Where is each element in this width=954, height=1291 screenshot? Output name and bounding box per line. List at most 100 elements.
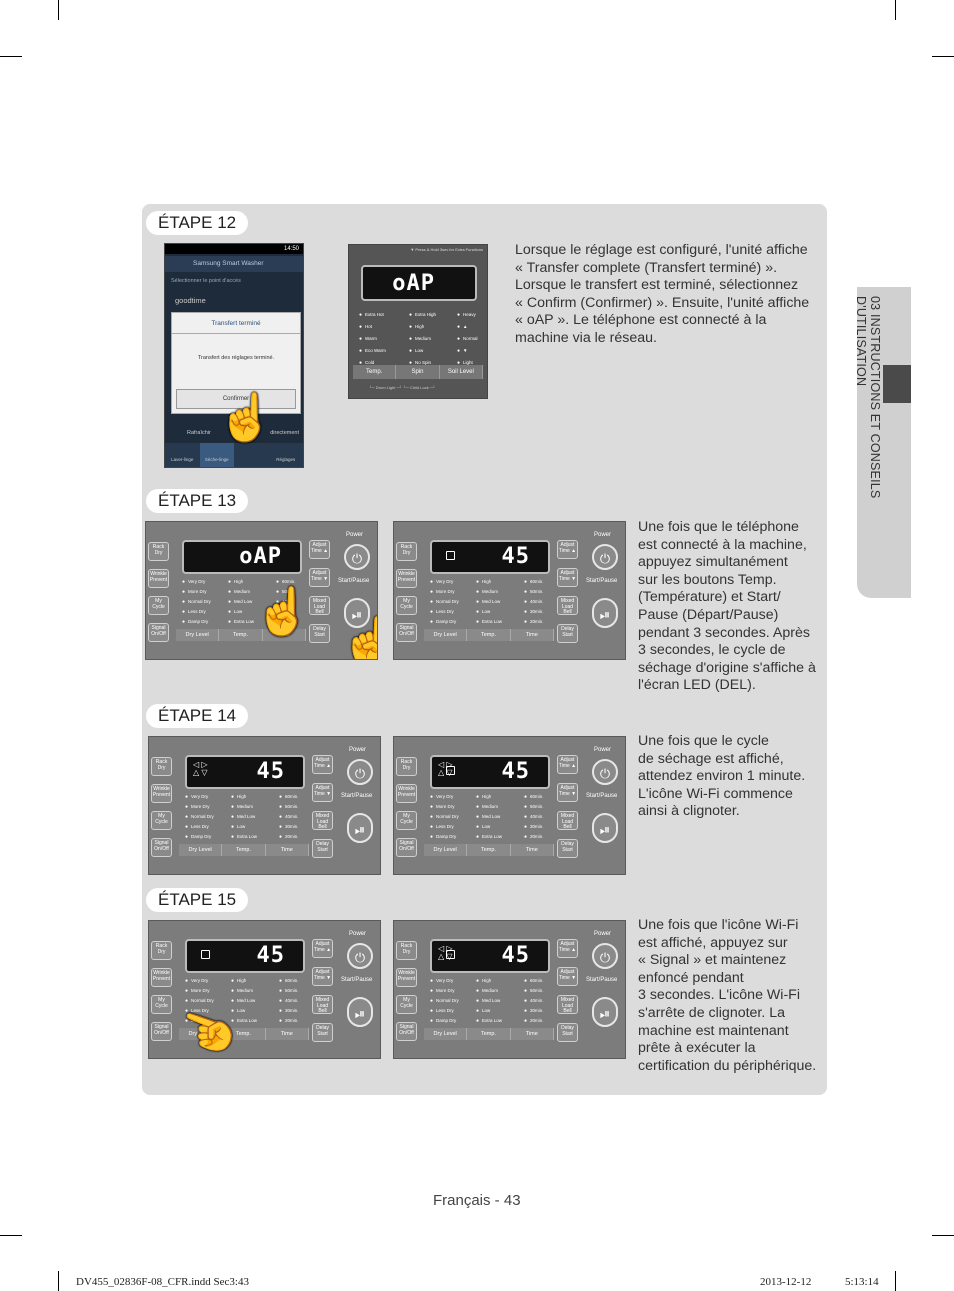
power-button[interactable]: ⏻ — [592, 759, 618, 785]
dryer-left-button[interactable]: Signal On/Off — [396, 838, 417, 857]
dryer-right-button[interactable]: Mixed Load Bell — [557, 596, 578, 615]
dry-level-button[interactable]: Dry Level — [179, 1028, 223, 1040]
dry-level-button[interactable]: Dry Level — [176, 629, 220, 641]
dry-level-button[interactable]: Dry Level — [424, 629, 468, 641]
time-button[interactable]: Time — [266, 844, 309, 856]
dryer-right-button[interactable]: Adjust Time ▼ — [557, 568, 578, 587]
dryer-left-button[interactable]: Wrinkle Prevent — [148, 569, 169, 588]
time-button[interactable]: Time — [511, 1028, 554, 1040]
dryer-left-button[interactable]: Wrinkle Prevent — [396, 569, 417, 588]
dryer-right-button[interactable]: Delay Start — [557, 1023, 578, 1042]
power-button[interactable]: ⏻ — [347, 943, 373, 969]
dryer-right-button[interactable]: Mixed Load Bell — [312, 995, 333, 1014]
dryer-right-button[interactable]: Mixed Load Bell — [557, 995, 578, 1014]
dryer-option: 30min. — [279, 822, 299, 832]
dryer-left-button[interactable]: Wrinkle Prevent — [151, 968, 172, 987]
dryer-right-button[interactable]: Adjust Time ▼ — [557, 967, 578, 986]
dryer-right-button[interactable]: Adjust Time ▲ — [312, 755, 333, 774]
dryer-left-button[interactable]: Rack Dry — [396, 941, 417, 960]
power-button[interactable]: ⏻ — [344, 544, 370, 570]
dryer-left-button[interactable]: Wrinkle Prevent — [396, 784, 417, 803]
dryer-left-button[interactable]: My Cycle — [151, 995, 172, 1014]
option: Warm — [359, 333, 386, 345]
dryer-right-button[interactable]: Adjust Time ▼ — [312, 783, 333, 802]
start-pause-button[interactable]: ⏯ — [344, 598, 370, 628]
step-14-text: Une fois que le cycle de séchage est aff… — [638, 733, 806, 820]
dryer-left-button[interactable]: Signal On/Off — [151, 838, 172, 857]
dryer-left-button[interactable]: Signal On/Off — [396, 623, 417, 642]
washer-soil-button[interactable]: Soil Level — [440, 365, 483, 379]
temp-button[interactable]: Temp. — [467, 844, 511, 856]
dryer-right-button[interactable]: Mixed Load Bell — [557, 811, 578, 830]
tab-washer[interactable]: Laver-linge — [171, 457, 194, 462]
dryer-right-button[interactable]: Adjust Time ▲ — [557, 939, 578, 958]
dryer-right-button[interactable]: Adjust Time ▼ — [309, 568, 330, 587]
start-pause-button[interactable]: ⏯ — [347, 813, 373, 843]
start-pause-button[interactable]: ⏯ — [347, 997, 373, 1027]
dryer-option: 20min. — [524, 832, 544, 842]
dryer-option: More Dry — [185, 986, 214, 996]
dryer-left-button[interactable]: Rack Dry — [396, 757, 417, 776]
dryer-left-button[interactable]: My Cycle — [396, 811, 417, 830]
temp-button[interactable]: Temp. — [222, 1028, 266, 1040]
tab-settings[interactable]: Réglages — [276, 457, 296, 462]
dryer-right-button[interactable]: Adjust Time ▲ — [309, 540, 330, 559]
dryer-left-button[interactable]: Rack Dry — [148, 542, 169, 561]
dryer-right-button[interactable]: Delay Start — [557, 624, 578, 643]
power-button[interactable]: ⏻ — [592, 943, 618, 969]
temp-button[interactable]: Temp. — [467, 1028, 511, 1040]
dry-level-button[interactable]: Dry Level — [424, 844, 468, 856]
tab-dryer[interactable]: Sèche-linge — [199, 443, 234, 467]
dryer-left-button[interactable]: Rack Dry — [396, 542, 417, 561]
dryer-right-button[interactable]: Delay Start — [557, 839, 578, 858]
dryer-left-button[interactable]: Signal On/Off — [396, 1022, 417, 1041]
dryer-right-button[interactable]: Adjust Time ▲ — [557, 540, 578, 559]
dryer-right-button[interactable]: Adjust Time ▼ — [312, 967, 333, 986]
dryer-left-button[interactable]: Wrinkle Prevent — [151, 784, 172, 803]
dryer-left-button[interactable]: Rack Dry — [151, 757, 172, 776]
dryer-left-button[interactable]: Rack Dry — [151, 941, 172, 960]
dryer-left-button[interactable]: My Cycle — [148, 596, 169, 615]
step-12-text: Lorsque le réglage est configuré, l'unit… — [515, 242, 810, 346]
dryer-option: More Dry — [430, 587, 459, 597]
dryer-left-button[interactable]: Signal On/Off — [148, 623, 169, 642]
start-pause-button[interactable]: ⏯ — [592, 813, 618, 843]
refresh-button[interactable]: Rafraîchir — [187, 430, 211, 436]
dryer-right-button[interactable]: Delay Start — [312, 839, 333, 858]
temp-button[interactable]: Temp. — [467, 629, 511, 641]
dryer-left-button[interactable]: Signal On/Off — [151, 1022, 172, 1041]
temp-button[interactable]: Temp. — [219, 629, 263, 641]
time-button[interactable]: Time — [263, 629, 306, 641]
dryer-right-button[interactable]: Adjust Time ▲ — [557, 755, 578, 774]
dry-level-button[interactable]: Dry Level — [424, 1028, 468, 1040]
temp-button[interactable]: Temp. — [222, 844, 266, 856]
time-button[interactable]: Time — [511, 629, 554, 641]
dryer-left-button[interactable]: My Cycle — [151, 811, 172, 830]
tab-blank[interactable] — [234, 443, 269, 467]
dryer-right-button[interactable]: Delay Start — [309, 624, 330, 643]
dryer-option: Normal Dry — [185, 996, 214, 1006]
power-button[interactable]: ⏻ — [347, 759, 373, 785]
dryer-right-button[interactable]: Adjust Time ▲ — [312, 939, 333, 958]
dry-level-button[interactable]: Dry Level — [179, 844, 223, 856]
start-pause-button[interactable]: ⏯ — [592, 997, 618, 1027]
dryer-left-button[interactable]: Wrinkle Prevent — [396, 968, 417, 987]
start-pause-label: Start/Pause — [341, 977, 373, 983]
dryer-left-button[interactable]: My Cycle — [396, 596, 417, 615]
start-pause-button[interactable]: ⏯ — [592, 598, 618, 628]
dryer-left-button[interactable]: My Cycle — [396, 995, 417, 1014]
power-button[interactable]: ⏻ — [592, 544, 618, 570]
time-button[interactable]: Time — [266, 1028, 309, 1040]
washer-spin-button[interactable]: Spin — [396, 365, 440, 379]
dryer-right-button[interactable]: Delay Start — [312, 1023, 333, 1042]
direct-button[interactable]: directement — [270, 430, 299, 436]
dryer-right-button[interactable]: Adjust Time ▼ — [557, 783, 578, 802]
flashing-rays-icon: ◁ ▷△ ▽ — [438, 944, 453, 961]
time-button[interactable]: Time — [511, 844, 554, 856]
confirm-button[interactable]: Confirmer — [176, 389, 296, 409]
washer-temp-button[interactable]: Temp. — [353, 365, 397, 379]
dryer-right-button[interactable]: Mixed Load Bell — [309, 596, 330, 615]
dryer-right-button[interactable]: Mixed Load Bell — [312, 811, 333, 830]
